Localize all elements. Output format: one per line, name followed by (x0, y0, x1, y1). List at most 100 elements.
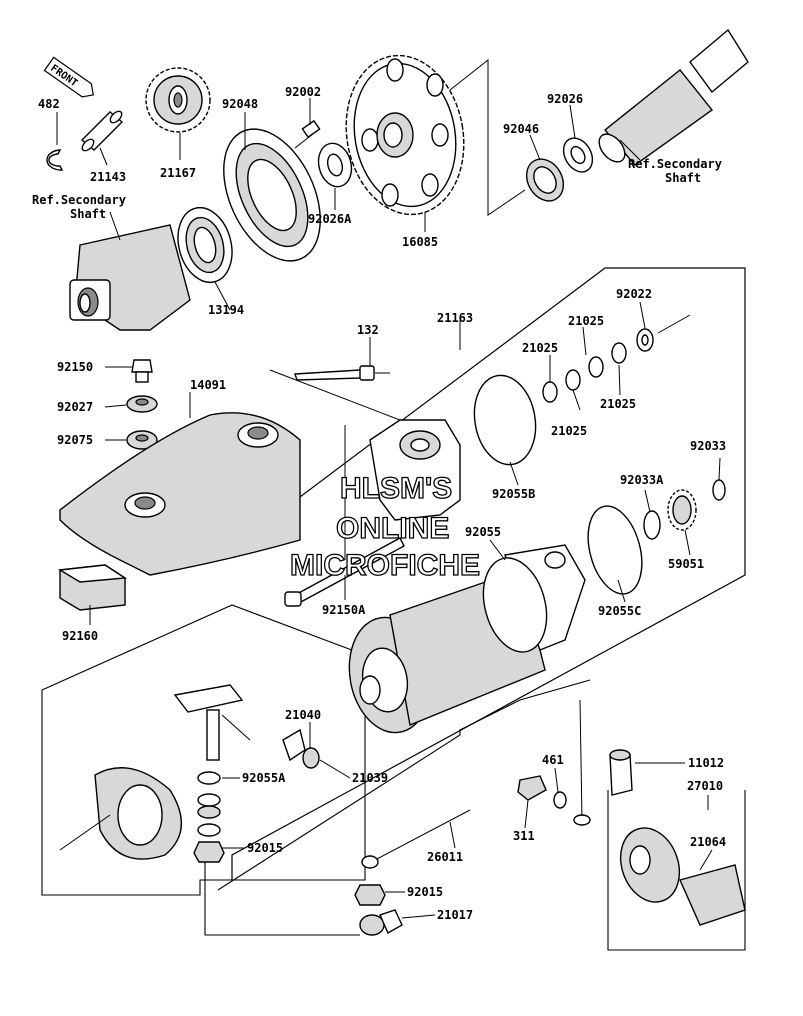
brush-assembly-frame (41, 604, 366, 896)
label-21039: 21039 (352, 771, 388, 785)
circlip-92033 (712, 479, 726, 501)
label-21064: 21064 (690, 835, 726, 849)
cable-26011 (361, 809, 471, 869)
long-bolt-92150A (284, 537, 405, 607)
washers-stack (197, 793, 221, 837)
o-ring-92055A (197, 771, 221, 785)
label-92055: 92055 (465, 525, 501, 539)
gear-21167 (145, 67, 211, 133)
label-ref-secondary-left-1: Ref.Secondary (32, 193, 126, 207)
label-ref-secondary-right-2: Shaft (665, 171, 701, 185)
bolt-92002 (294, 119, 321, 149)
label-92048: 92048 (222, 97, 258, 111)
brush-21040-a (173, 684, 251, 761)
brush-holder-plate (94, 767, 183, 860)
o-ring-92055 (482, 557, 548, 653)
label-92046: 92046 (503, 122, 539, 136)
label-21163: 21163 (437, 311, 473, 325)
label-92075: 92075 (57, 433, 93, 447)
relay-frame (607, 790, 746, 951)
label-92150A: 92150A (322, 603, 366, 617)
cap-21017 (359, 909, 403, 936)
collar-92075 (126, 430, 158, 450)
nut-92015b (354, 884, 386, 906)
starter-assembly-frame (231, 267, 746, 880)
label-92027: 92027 (57, 400, 93, 414)
washer-92026 (562, 137, 594, 173)
watermark: HLSM'S ONLINE MICROFICHE (289, 471, 480, 582)
washers-21025 (542, 342, 627, 403)
cable-frame (204, 679, 591, 936)
label-92026A: 92026A (308, 212, 352, 226)
label-21040: 21040 (285, 708, 321, 722)
starter-clutch-housing (69, 224, 191, 331)
label-21025-c: 21025 (551, 424, 587, 438)
label-92150: 92150 (57, 360, 93, 374)
label-92015-a: 92015 (247, 841, 283, 855)
lead-27010 (573, 699, 591, 826)
label-92055C: 92055C (598, 604, 641, 618)
label-13194: 13194 (208, 303, 244, 317)
circlip-92033A (643, 510, 661, 540)
label-21025-a: 21025 (568, 314, 604, 328)
o-ring-92055C (587, 505, 643, 595)
starter-gear-16085 (345, 54, 465, 216)
label-92033: 92033 (690, 439, 726, 453)
starter-cover-14091 (59, 412, 301, 576)
label-21167: 21167 (160, 166, 196, 180)
end-cover-bracket (369, 419, 461, 521)
label-132: 132 (357, 323, 379, 337)
cap-11012 (609, 749, 633, 796)
circlip-482 (46, 149, 64, 171)
watermark-line-3: MICROFICHE (290, 549, 480, 582)
secondary-shaft (598, 28, 749, 166)
washer-461 (553, 791, 567, 809)
label-11012: 11012 (688, 756, 724, 770)
label-21025-d: 21025 (600, 397, 636, 411)
washer-92026A (317, 142, 353, 188)
needle-bearing-92046 (525, 158, 565, 202)
watermark-line-1: HLSM'S (340, 472, 452, 505)
nut-92015a (193, 841, 225, 863)
label-92026: 92026 (547, 92, 583, 106)
pinion-gear-59051 (667, 489, 697, 531)
label-92033A: 92033A (620, 473, 664, 487)
front-arrow-tag: FRONT (43, 56, 94, 98)
label-92055B: 92055B (492, 487, 535, 501)
pad-92160 (57, 564, 128, 611)
label-16085: 16085 (402, 235, 438, 249)
label-482: 482 (38, 97, 60, 111)
label-92160: 92160 (62, 629, 98, 643)
label-ref-secondary-right-1: Ref.Secondary (628, 157, 722, 171)
label-311: 311 (513, 829, 535, 843)
label-21143: 21143 (90, 170, 126, 184)
label-ref-secondary-left-2: Shaft (70, 207, 106, 221)
damper-92027 (126, 395, 158, 413)
one-way-clutch-13194 (177, 206, 233, 284)
label-26011: 26011 (427, 850, 463, 864)
label-21025-b: 21025 (522, 341, 558, 355)
sleeve-21143 (80, 110, 124, 152)
bolt-92150 (131, 359, 153, 383)
long-bolt-132 (294, 365, 390, 381)
nut-311 (517, 775, 547, 801)
watermark-line-2: ONLINE (336, 512, 449, 545)
washer-92022 (636, 328, 654, 352)
brush-21040-b (282, 728, 320, 769)
label-21017: 21017 (437, 908, 473, 922)
gear-holder-92048 (223, 128, 321, 262)
label-14091: 14091 (190, 378, 226, 392)
label-92022: 92022 (616, 287, 652, 301)
label-92002: 92002 (285, 85, 321, 99)
relay-21064 (619, 827, 746, 926)
label-27010: 27010 (687, 779, 723, 793)
o-ring-92055B (473, 374, 537, 466)
leader-lines (56, 98, 721, 919)
label-59051: 59051 (668, 557, 704, 571)
label-461: 461 (542, 753, 564, 767)
label-92015-b: 92015 (407, 885, 443, 899)
label-92055A: 92055A (242, 771, 286, 785)
part-labels: 482 21143 21167 92048 92002 92026A 16085… (32, 85, 726, 922)
